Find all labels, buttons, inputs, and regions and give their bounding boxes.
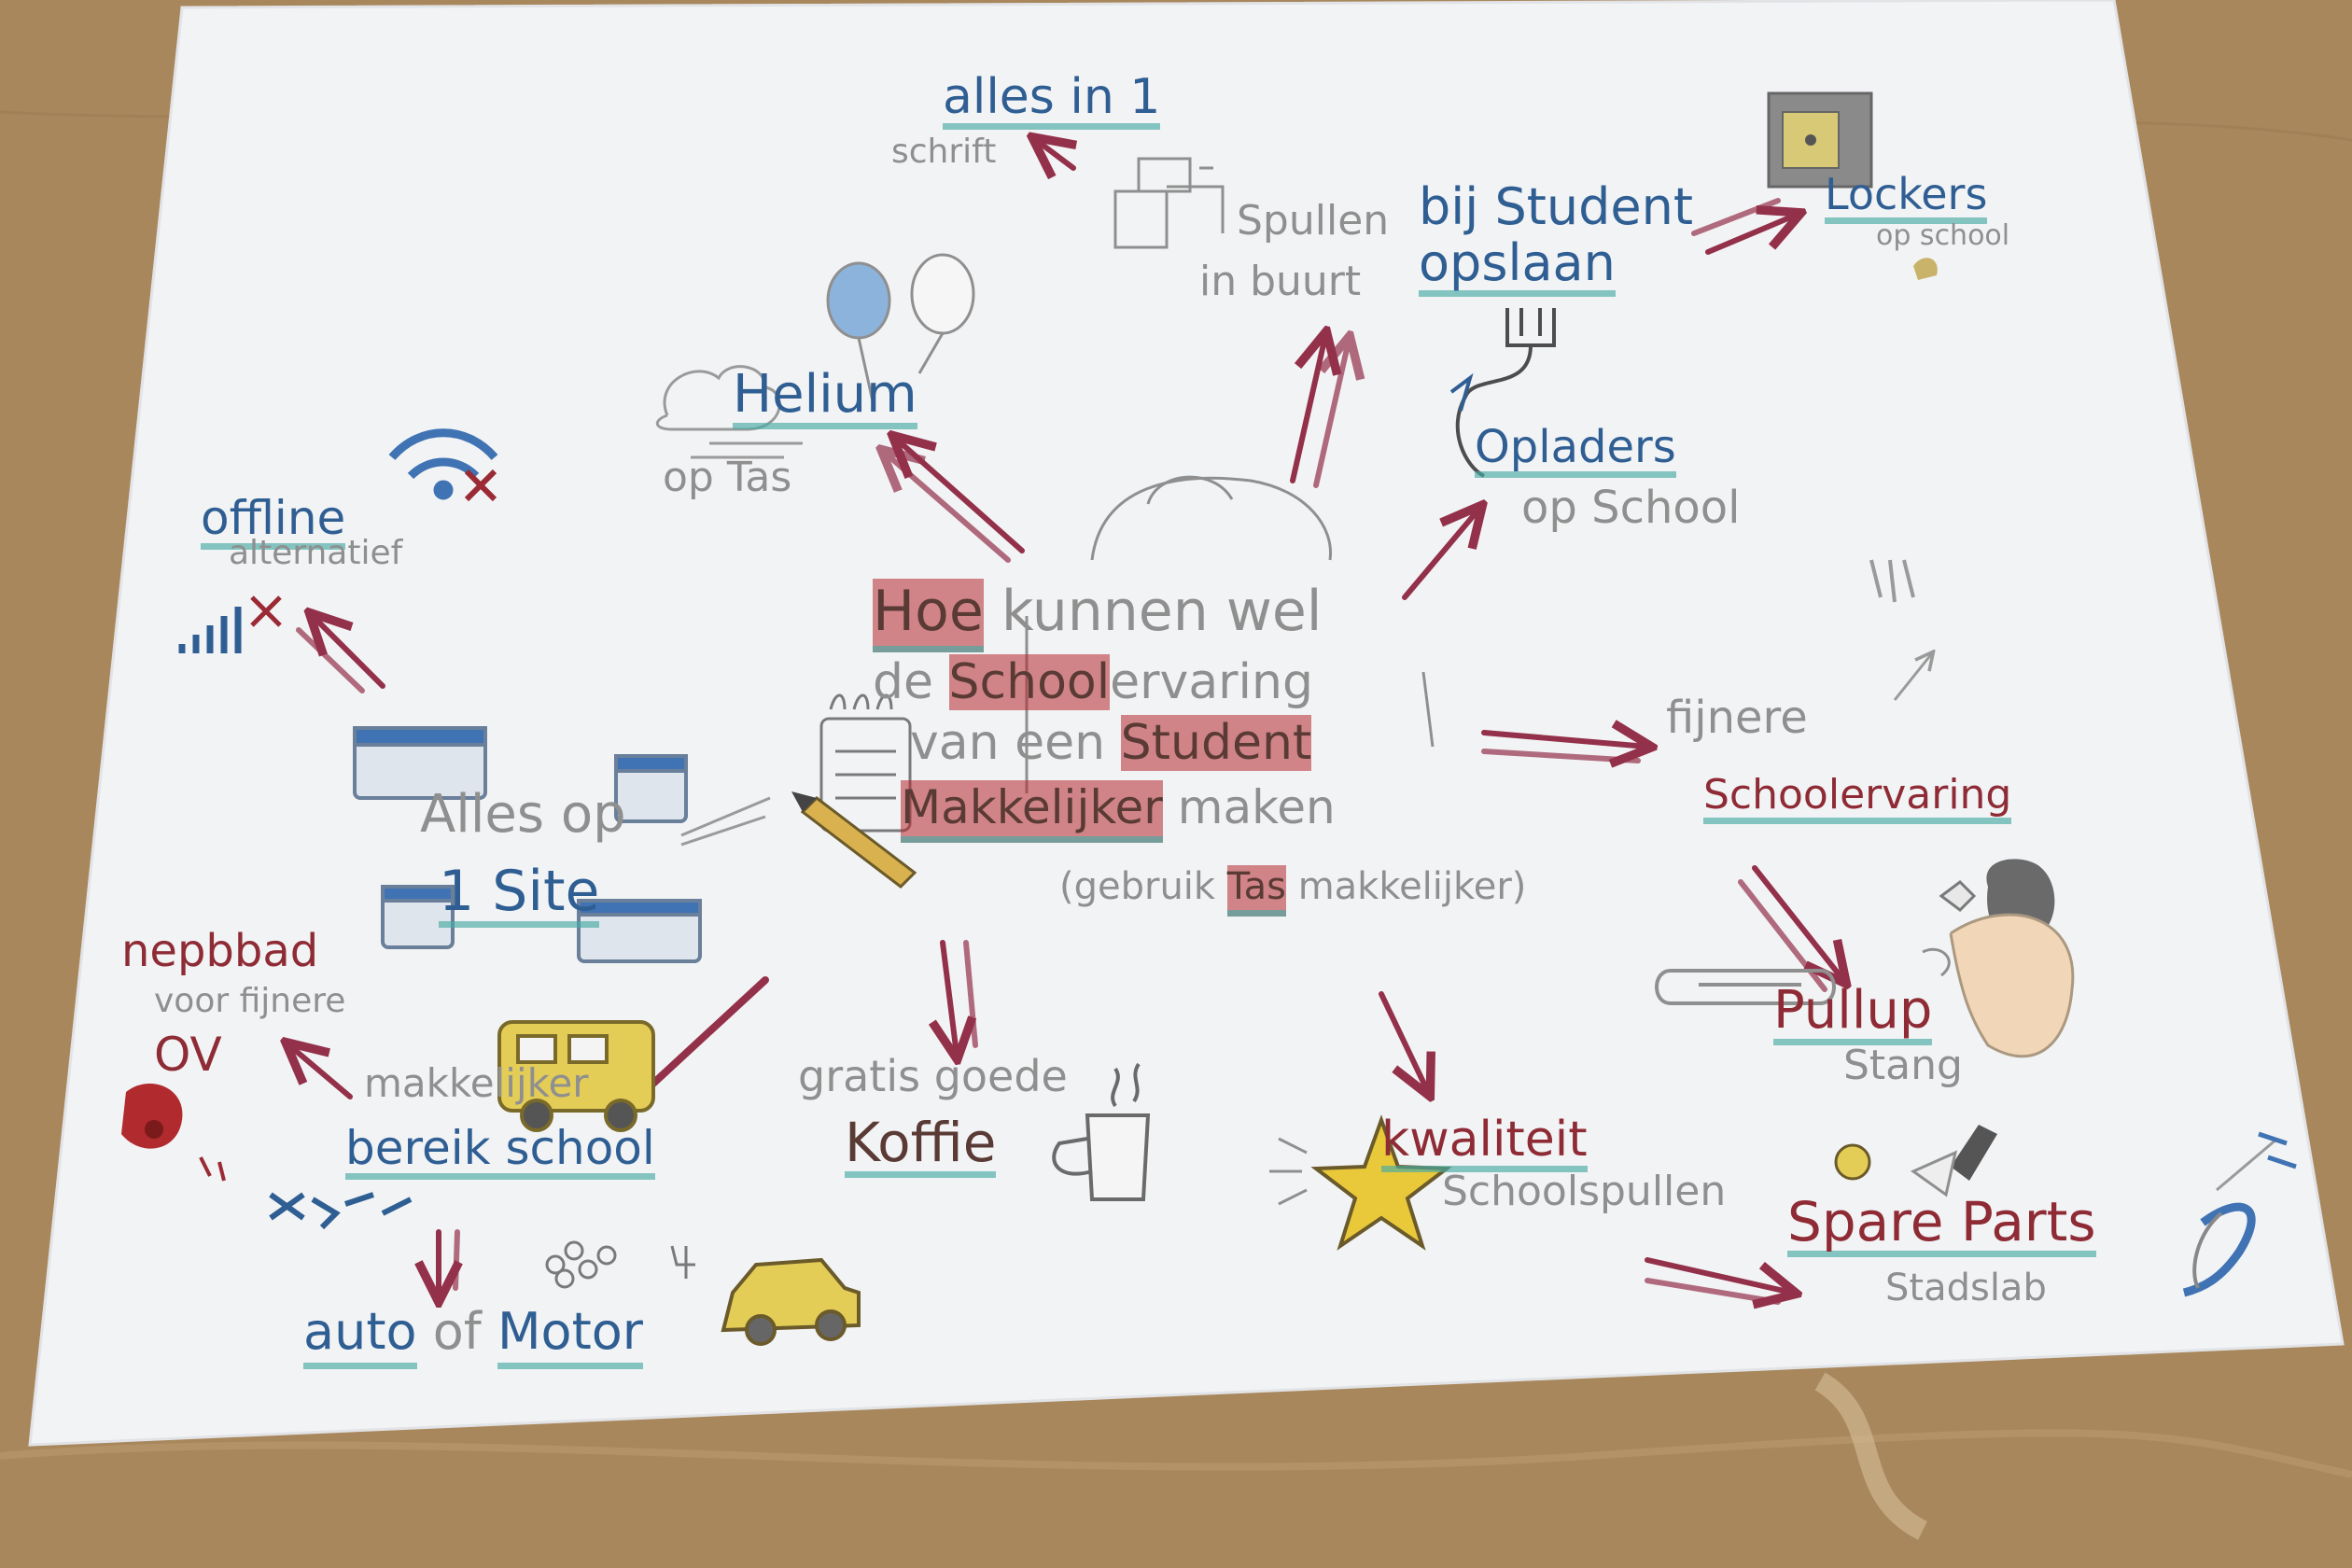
node-lockers-title: Lockers <box>1825 173 1988 224</box>
node-alles-in-1-sub: schrift <box>891 133 997 171</box>
node-kwaliteit-title: kwaliteit <box>1381 1115 1588 1172</box>
node-spullen-line2: in buurt <box>1199 258 1362 305</box>
node-spullen-title1: bij Student <box>1419 177 1694 236</box>
node-offline-title: offline <box>201 495 346 550</box>
center-word-student: Student <box>1120 715 1312 771</box>
website-icon <box>353 726 702 963</box>
node-nep-bad-title: nepbbad <box>121 925 319 977</box>
node-spullen-title2: opslaan <box>1419 238 1616 297</box>
node-kwaliteit-sub: Schoolspullen <box>1442 1168 1727 1215</box>
desk-icon <box>1113 157 1225 249</box>
node-spare-parts-title: Spare Parts <box>1787 1195 2096 1257</box>
sparkle-icon <box>1869 559 1915 603</box>
node-pullup-title: Pullup <box>1773 985 1933 1045</box>
node-auto-motor: auto of Motor <box>303 1302 643 1369</box>
person-icon <box>1922 859 2075 1058</box>
node-auto-title1: auto <box>303 1302 417 1369</box>
center-text-5a: (gebruik <box>1059 865 1216 908</box>
node-spare-parts-sub: Stadslab <box>1885 1267 2047 1309</box>
pullup-bar-icon <box>1655 969 1836 1005</box>
node-nep-bad-sub: voor fijnere <box>154 982 346 1020</box>
center-word-school: School <box>948 654 1111 710</box>
node-alles-op-site-title: 1 Site <box>439 863 600 928</box>
node-opladers-sub: op School <box>1521 482 1741 534</box>
bicycle-icon <box>269 1192 413 1230</box>
center-word-hoe: Hoe <box>873 579 984 652</box>
node-alles-in-1-title: alles in 1 <box>943 73 1161 130</box>
school-bus-icon <box>497 1020 655 1132</box>
center-text-3: van een <box>910 715 1106 771</box>
train-icon <box>121 1084 226 1182</box>
pencil-icon <box>791 791 917 889</box>
center-text-2a: de <box>873 654 933 710</box>
notepad-icon <box>819 693 912 833</box>
center-word-tas: Tas <box>1226 865 1286 917</box>
node-alles-op-site-line1: Alles op <box>420 784 626 845</box>
node-fijnere-title: Schoolervaring <box>1703 775 2012 824</box>
hand-icon <box>1939 880 1977 912</box>
wrench-icon <box>1834 1125 2297 1297</box>
node-makkelijker-title: bereik school <box>345 1125 655 1180</box>
balloon-icon <box>826 253 975 402</box>
node-auto-mid: of <box>432 1302 482 1361</box>
node-helium-sub: op Tas <box>663 454 792 501</box>
coffee-cup-icon <box>1052 1062 1151 1201</box>
car-icon <box>721 1257 861 1346</box>
center-text-2b: ervaring <box>1110 654 1313 710</box>
node-pullup-sub: Stang <box>1843 1042 1963 1089</box>
locker-icon <box>1767 91 1938 280</box>
motor-icon <box>545 1240 695 1289</box>
cloud-icon <box>655 365 803 459</box>
center-text-5b: makkelijker) <box>1297 865 1527 908</box>
arrows <box>289 140 1843 1302</box>
node-koffie-title: Koffie <box>845 1115 997 1178</box>
node-koffie-line1: gratis goede <box>798 1051 1068 1101</box>
center-text-1: kunnen wel <box>1001 579 1323 644</box>
node-fijnere-line1: fijnere <box>1666 692 1808 744</box>
node-auto-title2: Motor <box>497 1302 643 1369</box>
node-lockers-sub: op school <box>1876 219 2010 252</box>
node-spullen-line1: Spullen <box>1237 197 1390 245</box>
center-word-makkelijker: Makkelijker <box>901 780 1163 843</box>
node-makkelijker-line1: makkelijker <box>364 1060 589 1106</box>
node-offline-sub: alternatief <box>229 534 403 572</box>
signal-off-icon <box>178 595 282 653</box>
node-helium-title: Helium <box>733 369 917 429</box>
node-nep-bad-title2: OV <box>154 1028 222 1082</box>
wifi-off-icon <box>388 428 498 502</box>
node-opladers-title: Opladers <box>1475 425 1676 478</box>
center-text-4: maken <box>1177 780 1336 834</box>
power-plug-icon <box>1449 308 1556 478</box>
